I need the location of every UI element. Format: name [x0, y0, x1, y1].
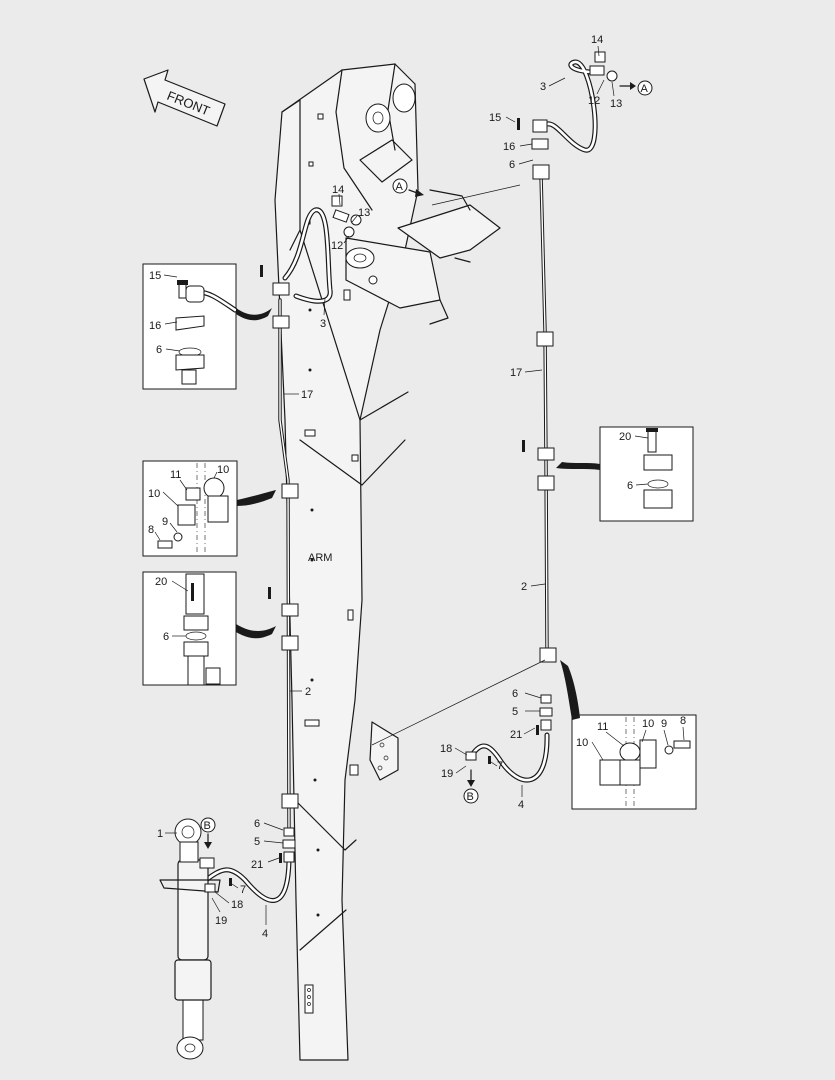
ref-a-top: A	[619, 80, 653, 96]
left-hose-4	[203, 827, 296, 903]
part-label-20-left: 20	[155, 576, 167, 588]
part-label-2-right: 2	[521, 581, 527, 593]
part-label-14-top: 14	[591, 34, 603, 46]
part-label-5-right: 5	[512, 706, 518, 718]
boom-link	[345, 189, 501, 325]
part-label-10-right: 10	[576, 737, 588, 749]
part-label-9-left: 9	[162, 516, 168, 528]
part-label-16-right: 16	[503, 141, 515, 153]
part-label-16-box: 16	[149, 320, 161, 332]
part-label-4-left: 4	[262, 928, 268, 940]
ref-b-left-label: B	[204, 820, 211, 832]
right-pipe-17-2	[522, 138, 557, 663]
part-label-2-left: 2	[305, 686, 311, 698]
part-label-10-left-top: 10	[217, 464, 229, 476]
part-label-6-lower-left: 6	[254, 818, 260, 830]
part-label-18-left: 18	[231, 899, 243, 911]
front-direction-arrow: FRONT	[143, 69, 226, 127]
part-label-9-right: 9	[661, 718, 667, 730]
part-label-7-left: 7	[240, 884, 246, 896]
part-label-13-mid: 13	[358, 207, 370, 219]
part-label-11-right: 11	[597, 721, 608, 733]
part-label-5-left: 5	[254, 836, 260, 848]
arm-label: ARM	[308, 552, 332, 564]
part-label-13-top: 13	[610, 98, 622, 110]
part-label-6-right-top: 6	[509, 159, 515, 171]
ref-a-mid-label: A	[396, 181, 404, 193]
ref-a-mid: A	[392, 178, 424, 197]
right-hose-4	[465, 694, 553, 783]
part-label-14-mid: 14	[332, 184, 344, 196]
part-label-18-right: 18	[440, 743, 452, 755]
part-label-3-top: 3	[540, 81, 546, 93]
part-label-12-top: 12	[588, 95, 600, 107]
part-labels: 14 3 12 13 15 16 6 17 2 14 13 12 3 17 2 …	[148, 34, 686, 940]
part-label-20-right: 20	[619, 431, 631, 443]
detail-box-lower-left	[142, 571, 237, 686]
detail-box-right-bottom	[571, 714, 697, 810]
arm-cylinder	[159, 818, 221, 1060]
ref-a-top-label: A	[641, 83, 649, 95]
part-label-4-right: 4	[518, 799, 524, 811]
part-label-6-lower-right: 6	[512, 688, 518, 700]
part-label-8-left: 8	[148, 524, 154, 536]
part-label-10-left: 10	[148, 488, 160, 500]
arm-body: ARM	[274, 63, 419, 1061]
part-label-11-left: 11	[170, 469, 181, 481]
part-label-21-right: 21	[510, 729, 522, 741]
detail-box-mid-left-1	[142, 460, 238, 557]
left-pipe-17-2	[260, 265, 299, 832]
part-label-7-right: 7	[497, 760, 503, 772]
detail-box-right-top	[599, 426, 694, 522]
part-label-10-right-top: 10	[642, 718, 654, 730]
part-label-3-mid: 3	[320, 318, 326, 330]
part-label-15-right: 15	[489, 112, 501, 124]
part-label-17-right: 17	[510, 367, 522, 379]
part-label-8-right: 8	[680, 715, 686, 727]
part-label-19-right: 19	[441, 768, 453, 780]
part-label-6-box-lower: 6	[163, 631, 169, 643]
right-hose-3	[517, 51, 618, 153]
detail-box-top-left	[142, 263, 238, 390]
part-label-21-left: 21	[251, 859, 263, 871]
part-label-15-box: 15	[149, 270, 161, 282]
ref-b-left: B	[200, 817, 216, 849]
ref-b-right-label: B	[467, 791, 474, 803]
part-label-17-left: 17	[301, 389, 313, 401]
part-label-19-left: 19	[215, 915, 227, 927]
ref-b-right: B	[463, 769, 479, 804]
part-label-1: 1	[157, 828, 163, 840]
part-label-6-box-top: 6	[156, 344, 162, 356]
part-label-6-box-right: 6	[627, 480, 633, 492]
part-label-12-mid: 12	[331, 240, 343, 252]
